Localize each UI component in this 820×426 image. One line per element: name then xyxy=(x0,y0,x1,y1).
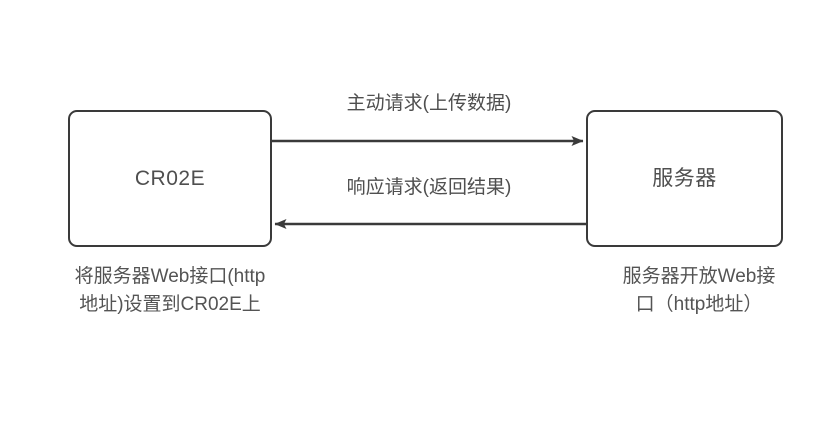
node-device-cr02e[interactable]: CR02E xyxy=(68,110,272,247)
caption-server-line-1: 服务器开放Web接 xyxy=(622,266,776,287)
caption-device-line-2: 地址)设置到CR02E上 xyxy=(79,293,261,315)
caption-server-line-2: 口（http地址） xyxy=(635,293,763,315)
node-server-label: 服务器 xyxy=(652,166,717,190)
node-server[interactable]: 服务器 xyxy=(586,110,783,247)
node-device-label: CR02E xyxy=(134,166,206,190)
edge-label-response: 响应请求(返回结果) xyxy=(346,177,512,198)
caption-device: 将服务器Web接口(http 地址)设置到CR02E上 xyxy=(14,263,326,318)
caption-server: 服务器开放Web接 口（http地址） xyxy=(578,263,820,318)
caption-device-line-1: 将服务器Web接口(http xyxy=(74,266,266,287)
edge-label-request: 主动请求(上传数据) xyxy=(346,93,512,114)
